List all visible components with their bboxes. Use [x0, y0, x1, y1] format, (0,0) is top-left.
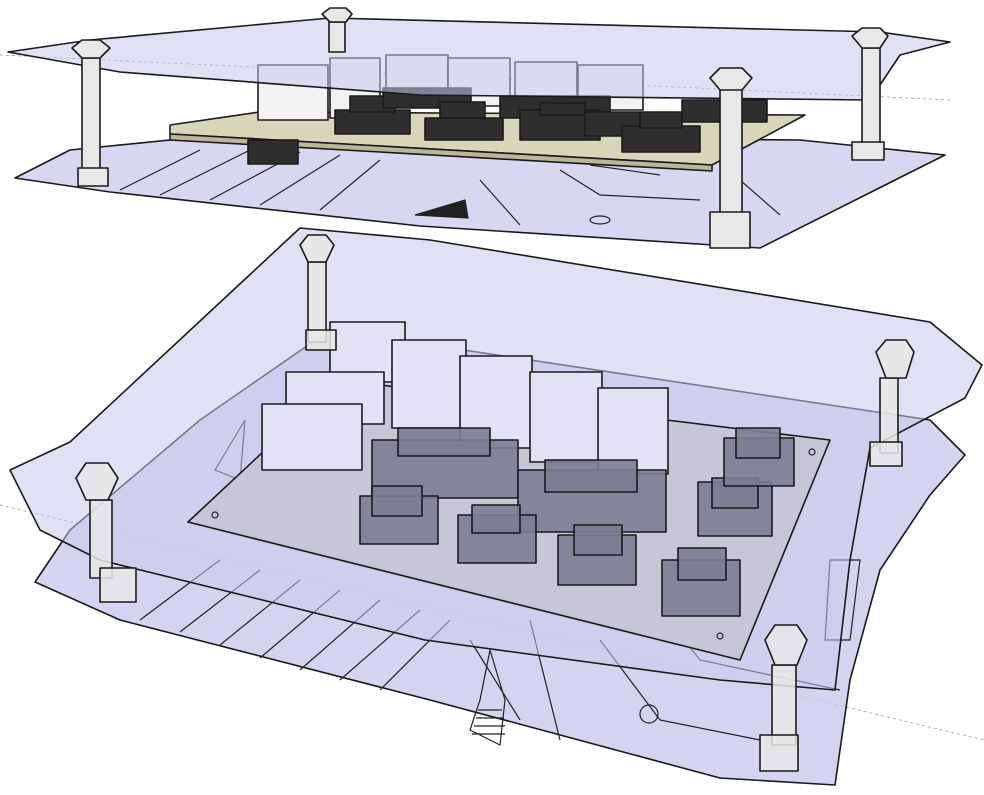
standoff-post: [299, 234, 337, 351]
bottom-standoffs: [75, 234, 915, 772]
standoff-post: [869, 339, 915, 467]
top-cover-plate: [7, 17, 951, 101]
standoff-post: [759, 624, 808, 772]
standoff-post: [75, 462, 137, 603]
standoff-post: [71, 39, 111, 187]
top-standoffs: [71, 7, 889, 249]
top-assembly: [7, 7, 951, 249]
standoff-post: [321, 7, 353, 53]
standoff-post: [709, 67, 753, 249]
bottom-assembly: [9, 227, 983, 786]
top-chips: [247, 87, 768, 165]
bottom-relays: [261, 321, 669, 475]
bottom-chips: [359, 427, 795, 617]
standoff-post: [851, 27, 889, 161]
top-base-plate-traces: [119, 149, 781, 226]
top-pcb-edge: [169, 133, 713, 172]
